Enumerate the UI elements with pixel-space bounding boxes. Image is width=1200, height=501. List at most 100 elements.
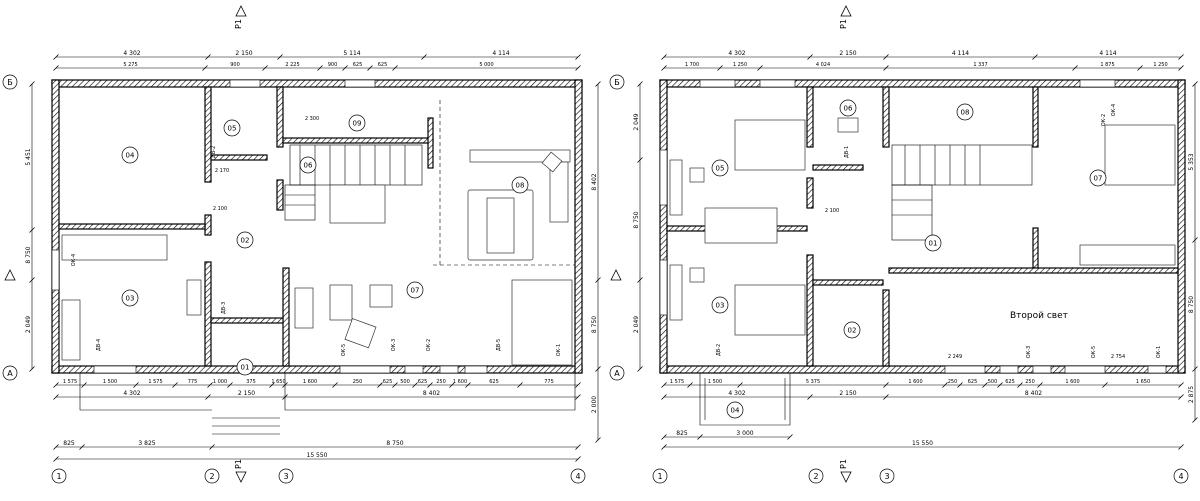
dimension-tick	[661, 65, 667, 71]
axis-bubble	[609, 74, 625, 90]
dimension-tick	[1178, 65, 1184, 71]
wall-interior	[204, 261, 212, 367]
dimension-value: 825	[63, 440, 75, 447]
dimension-value: 4 302	[728, 50, 745, 57]
section-arrow	[840, 471, 852, 483]
dimension-value: 3 825	[138, 440, 155, 447]
dimension-value: 1 700	[685, 62, 699, 68]
dimension-tick	[1017, 382, 1023, 388]
opening-mark: ОК-3	[391, 339, 397, 351]
staircase-second	[891, 144, 1033, 241]
room-number: 06	[844, 105, 853, 113]
dimension-tick	[79, 444, 85, 450]
axis-label: 4	[575, 472, 580, 481]
dimension-tick	[637, 366, 643, 372]
dimension-tick	[465, 382, 471, 388]
dimension-value: 5 275	[123, 62, 137, 68]
opening-mark: ОК-5	[1091, 346, 1097, 358]
opening-height: 2 170	[215, 168, 229, 174]
room-number: 03	[126, 295, 135, 303]
dimension-value: 250	[436, 379, 446, 385]
dimension-value: 625	[1005, 379, 1015, 385]
dimension-tick	[757, 65, 763, 71]
opening-mark: ОК-1	[1156, 346, 1162, 358]
dimension-tick	[282, 382, 288, 388]
dimension-tick	[661, 434, 667, 440]
dimension-value: 1 600	[1065, 379, 1079, 385]
axis-bubble	[278, 468, 294, 484]
dimension-tick	[661, 382, 667, 388]
dimension-tick	[1192, 366, 1198, 372]
opening-mark: ДВ-5	[496, 339, 502, 351]
axis-bubble	[652, 468, 668, 484]
axis-label: Б	[614, 78, 620, 87]
furniture-second	[669, 117, 1176, 336]
section-arrow	[610, 269, 622, 281]
dimension-tick	[575, 456, 581, 462]
windows	[659, 79, 1167, 374]
dimension-tick	[269, 382, 275, 388]
wall-interior	[210, 317, 284, 324]
dimension-value: 5 451	[25, 148, 32, 165]
axis-label: 3	[283, 472, 288, 481]
dimension-tick	[717, 65, 723, 71]
dimension-value: 8 750	[386, 440, 403, 447]
dimension-tick	[883, 382, 889, 388]
dimension-tick	[982, 382, 988, 388]
dimension-value: 1 250	[1153, 62, 1167, 68]
dimension-tick	[392, 382, 398, 388]
dimension-value: 500	[988, 379, 998, 385]
axis-bubble	[2, 365, 18, 381]
dimension-value: 15 550	[307, 452, 328, 459]
dimension-tick	[637, 157, 643, 163]
room-number-circle	[956, 103, 974, 121]
furniture-ground	[61, 149, 573, 366]
opening-mark: ОК-4	[1111, 104, 1117, 116]
dimension-value: 1 575	[63, 379, 77, 385]
wall-interior	[427, 117, 434, 169]
room-number: 04	[731, 407, 740, 415]
section-arrow	[840, 5, 852, 17]
dimension-tick	[29, 227, 35, 233]
dimension-value: 775	[544, 379, 554, 385]
dimension-value: 2 000	[591, 396, 598, 413]
dimension-tick	[1192, 237, 1198, 243]
dimension-value: 825	[676, 430, 688, 437]
axis-label: Б	[7, 78, 13, 87]
room-number-circle	[406, 281, 424, 299]
opening-mark: ОК-2	[1101, 114, 1107, 126]
dimension-value: 5 114	[343, 50, 360, 57]
dimension-tick	[449, 382, 455, 388]
wall-interior	[282, 137, 434, 144]
dimension-tick	[1192, 417, 1198, 423]
dimension-tick	[53, 444, 59, 450]
dimension-value: 1 650	[1136, 379, 1150, 385]
wall-west	[659, 79, 668, 374]
room-number: 03	[716, 302, 725, 310]
opening-height: 2 249	[948, 354, 962, 360]
opening-mark: ОК-5	[341, 344, 347, 356]
windows	[51, 79, 488, 374]
room-number: 02	[241, 237, 250, 245]
dimension-value: 4 114	[1099, 50, 1116, 57]
dimension-value: 1 250	[733, 62, 747, 68]
axis-label: 2	[209, 472, 214, 481]
dimension-tick	[661, 394, 667, 400]
dimension-tick	[1178, 394, 1184, 400]
wall-interior	[276, 179, 284, 211]
axis-label: А	[7, 369, 13, 378]
dimension-value: 2 049	[25, 316, 32, 333]
room-number: 04	[126, 152, 135, 160]
wall-west	[51, 79, 60, 374]
dimension-value: 625	[968, 379, 978, 385]
axis-bubble	[570, 468, 586, 484]
room-number-circle	[299, 156, 317, 174]
dimension-tick	[202, 65, 208, 71]
room-number: 07	[1094, 175, 1103, 183]
dimension-tick	[29, 277, 35, 283]
